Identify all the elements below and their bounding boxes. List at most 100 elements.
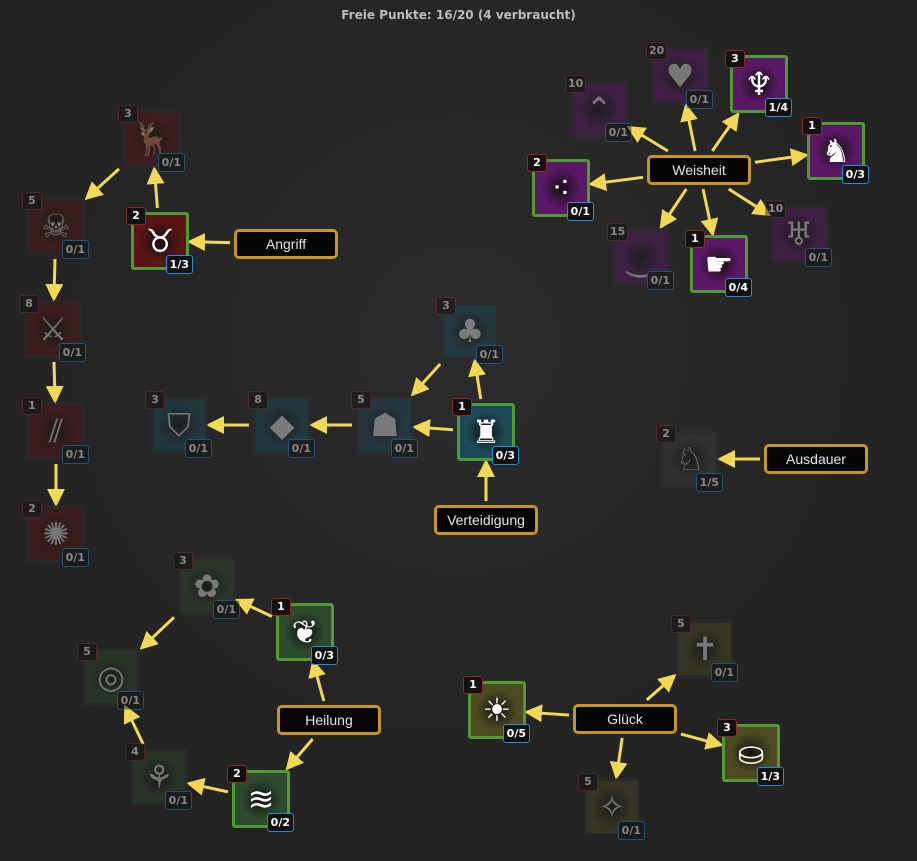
skill-progress: 0/3 [841,165,869,184]
skill-node-g1[interactable]: ☀ 1 0/5 [463,676,530,743]
skill-progress: 0/1 [164,791,192,810]
arrow-v2-v3 [410,362,442,397]
skill-cost: 20 [646,42,668,60]
skill-node-w3[interactable]: ♆ 3 1/4 [725,50,792,117]
category-label-verteidigung[interactable]: Verteidigung [434,505,538,535]
skill-node-w7[interactable]: ☛ 1 0/4 [685,230,752,297]
skill-progress: 0/1 [390,439,418,458]
arrow-h2-h3 [139,616,176,650]
skill-cost: 5 [22,192,42,210]
skill-node-h2[interactable]: ✿ 3 0/1 [173,552,240,619]
skill-cost: 2 [22,500,42,518]
skill-progress: 0/3 [310,646,338,665]
category-label-heilung[interactable]: Heilung [277,705,381,735]
skill-node-w5[interactable]: ⁖ 2 0/1 [527,154,594,221]
skill-progress: 0/1 [184,439,212,458]
arrow-weisheit-w2 [680,103,698,152]
skill-node-g4[interactable]: ✧ 5 0/1 [578,773,645,840]
skill-cost: 5 [351,391,371,409]
skill-node-v3[interactable]: ☗ 5 0/1 [351,391,418,458]
skill-cost: 1 [463,676,483,694]
skill-node-a4[interactable]: ⚔ 8 0/1 [19,295,86,362]
arrow-weisheit-w8 [727,187,772,217]
skill-cost: 1 [685,230,705,248]
eye-circle-icon: ◎ [85,651,137,703]
skill-cost: 8 [248,391,268,409]
skill-cost: 3 [145,391,165,409]
skill-node-w4[interactable]: ♞ 1 0/3 [802,117,869,184]
skill-progress: 0/1 [61,445,89,464]
category-label-angriff[interactable]: Angriff [234,229,338,259]
skill-progress: 0/1 [116,691,144,710]
skill-cost: 5 [77,643,97,661]
skill-node-g3[interactable]: ⛀ 3 1/3 [717,719,784,786]
skill-cost: 3 [717,719,737,737]
skill-node-w1[interactable]: ⌃ 10 0/1 [565,75,632,142]
arrow-weisheit-w6 [659,188,688,229]
skill-progress: 0/1 [212,600,240,619]
splatter-icon: ✺ [30,508,82,560]
skill-cost: 1 [271,598,291,616]
skill-node-v4[interactable]: ◆ 8 0/1 [248,391,315,458]
arrow-a2-a3 [84,167,121,201]
skill-cost: 15 [607,223,629,241]
skill-node-d1[interactable]: ♘ 2 1/5 [656,425,723,492]
skill-node-v1[interactable]: ♜ 1 0/3 [452,398,519,465]
skill-cost: 8 [19,295,39,313]
arrow-v1-v2 [468,358,486,400]
category-label-glueck[interactable]: Glück [573,704,677,734]
skill-node-h4[interactable]: ⚘ 4 0/1 [125,743,192,810]
skill-progress: 0/1 [804,248,832,267]
flower-icon: ✿ [181,560,233,612]
skill-node-h1[interactable]: ❦ 1 0/3 [271,598,338,665]
skill-progress: 0/2 [266,813,294,832]
skill-node-w8[interactable]: ♅ 10 0/1 [765,200,832,267]
arrow-h1-h2 [234,598,273,618]
arrow-glueck-g1 [524,704,570,723]
skill-node-h5[interactable]: ≋ 2 0/2 [227,765,294,832]
category-label-weisheit[interactable]: Weisheit [647,155,751,185]
branch-icon: ⚘ [133,751,185,803]
chevrons-icon: ⌃ [573,83,625,135]
skill-node-v2[interactable]: ♣ 3 0/1 [436,297,503,364]
skill-node-h3[interactable]: ◎ 5 0/1 [77,643,144,710]
skill-progress: 0/1 [287,439,315,458]
crystal-icon: ✧ [586,781,638,833]
skill-cost: 5 [578,773,598,791]
skill-node-a5[interactable]: ⫽ 1 0/1 [22,397,89,464]
reaper-heart-icon: ♥ [654,50,706,102]
skill-node-a2[interactable]: 🦌 3 0/1 [118,105,185,172]
skill-progress: 0/4 [724,278,752,297]
skill-progress: 0/1 [710,663,738,682]
skill-progress: 0/1 [566,202,594,221]
skill-cost: 3 [173,552,193,570]
skill-node-a3[interactable]: ☠ 5 0/1 [22,192,89,259]
arrow-a1-a2 [146,166,165,209]
skill-progress: 1/3 [165,255,193,274]
arrow-a3-a4 [45,258,64,302]
skill-node-w2[interactable]: ♥ 20 0/1 [646,42,713,109]
arrow-a4-a5 [45,361,64,404]
skill-progress: 0/1 [475,345,503,364]
person-icon: ☗ [359,399,411,451]
skill-progress: 0/1 [646,271,674,290]
angel-wings-icon: ♅ [773,208,825,260]
skill-cost: 2 [126,207,146,225]
skill-progress: 0/1 [61,548,89,567]
category-label-ausdauer[interactable]: Ausdauer [764,444,868,474]
arrow-heilung-h1 [308,659,326,702]
skill-node-g2[interactable]: ✝ 5 0/1 [671,615,738,682]
skill-node-v5[interactable]: ⛉ 3 0/1 [145,391,212,458]
diamond-person-icon: ◆ [256,399,308,451]
skill-progress: 0/3 [491,446,519,465]
skill-node-w6[interactable]: ⏝ 15 0/1 [607,223,674,290]
skill-cost: 4 [125,743,145,761]
arrow-weisheit-w1 [626,126,669,153]
nose-icon: ⏝ [615,231,667,283]
skill-cost: 2 [527,154,547,172]
skill-node-a1[interactable]: ♉ 2 1/3 [126,207,193,274]
skill-node-a6[interactable]: ✺ 2 0/1 [22,500,89,567]
arrow-weisheit-w7 [700,188,719,237]
